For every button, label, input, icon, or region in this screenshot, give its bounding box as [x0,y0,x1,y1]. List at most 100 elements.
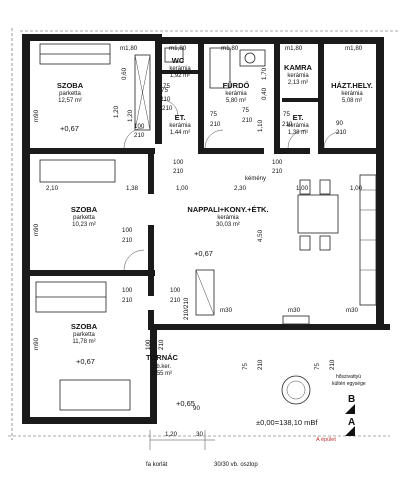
dim-100-j: 100 [145,339,152,350]
level-mark-1: +0,67 [60,124,79,133]
door-swings [123,99,341,271]
exterior-walls [22,34,390,424]
room-area-et-2: 1,38 m² [288,130,308,136]
dim-100-g: 100 [122,227,133,234]
dim-m180-b: m1,80 [221,45,239,52]
dim-210-i: 210 [272,168,283,175]
room-area-nappali: 30,03 m² [216,222,240,228]
dim-100-f: 1,00 [350,185,363,192]
level-marks: +0,67 +0,67 +0,67 +0,65 ±0,00=138,10 mBf [60,124,318,427]
dim-m180-c: m1,80 [285,45,303,52]
dim-210-l: 210 [122,297,133,304]
label-kemeny: kémény [245,176,266,182]
label-fa-korlat: fa korlát [146,462,168,468]
dim-75-c: 75 [283,111,290,118]
misc-labels: kémény hőszivattyú kültéri egysége A épü… [146,176,366,468]
dim-120-c: 1,20 [165,431,178,438]
dim-m180-d: m1,80 [345,45,363,52]
dim-75-a: 75 [161,87,168,94]
dim-m180-e: m1,80 [120,45,138,52]
room-area-kamra: 2,13 m² [288,80,308,86]
room-floor-wc: kerámia [169,66,191,72]
room-name-et-1: ET. [175,113,186,122]
dim-100-e: 1,00 [296,185,309,192]
label-a-epulet: A épület [316,437,336,443]
room-floor-nappali: kerámia [217,215,239,221]
room-name-furdo: FÜRDŐ [223,81,250,90]
level-mark-4: +0,65 [176,399,195,408]
dim-138: 1,38 [126,185,139,192]
dim-75-f: 75 [242,363,249,370]
room-floor-szoba-2: parketta [73,215,95,221]
dim-75-g: 75 [314,363,321,370]
room-area-furdo: 5,80 m² [226,98,246,104]
dim-30: 30 [196,431,203,438]
dim-210-f: 210 [162,105,173,112]
dim-210-p: 210 [329,359,336,370]
level-mark-2: +0,67 [194,249,213,258]
dim-m90-a: m90 [33,109,40,122]
room-area-szoba-1: 12,57 m² [58,98,82,104]
dim-m180-a: m1,80 [169,45,187,52]
dim-100-c: 100 [272,159,283,166]
dim-210-h: 210 [173,168,184,175]
room-area-et-1: 1,44 m² [170,130,190,136]
room-area-tornac: 3,55 m² [152,371,172,377]
dim-m30-a: m30 [220,307,233,314]
label-oszlop: 30/30 vb. oszlop [214,462,258,468]
level-base: ±0,00=138,10 mBf [256,418,318,427]
fixtures [35,43,377,411]
room-name-tornac: TORNÁC [146,353,179,362]
dim-100-d: 1,00 [176,185,189,192]
room-floor-szoba-3: parketta [73,332,95,338]
dim-210-b: 210 [210,121,221,128]
room-name-wc: WC [172,56,185,65]
dim-210-q: 210 [158,339,165,350]
section-marks [345,404,355,436]
dim-120-a: 1,20 [113,105,120,118]
dim-90-a: 90 [336,120,343,127]
dim-210-210: 210/210 [183,297,190,320]
room-floor-furdo: kerámia [225,91,247,97]
room-area-haztar: 5,08 m² [342,98,362,104]
room-name-nappali: NAPPALI+KONY.+ÉTK. [187,205,268,214]
dim-040: 0,40 [261,87,268,100]
dim-210-a: 210 [160,96,171,103]
room-floor-szoba-1: parketta [59,91,81,97]
dim-m30-b: m30 [288,307,301,314]
dim-210-k: 210 [122,237,133,244]
room-floor-et-2: kerámia [287,123,309,129]
section-a: A [348,417,355,428]
label-hoszivattyu-2: kültéri egysége [332,381,366,387]
dim-m90-c: m90 [33,337,40,350]
dim-100-h: 100 [122,287,133,294]
dim-210-o: 210 [257,359,264,370]
dim-75-b: 75 [210,111,217,118]
room-name-szoba-2: SZOBA [71,205,98,214]
level-mark-3: +0,67 [76,357,95,366]
dim-210-d: 210 [282,121,293,128]
dim-75-e: 75 [242,107,249,114]
room-floor-et-1: kerámia [169,123,191,129]
dim-100-b: 100 [173,159,184,166]
room-name-szoba-1: SZOBA [57,81,84,90]
room-labels: SZOBA parketta 12,57 m² WC kerámia 1,92 … [57,56,373,377]
dim-210-m: 210 [170,297,181,304]
interior-walls [30,44,376,330]
dim-230: 2,30 [234,185,247,192]
dim-m90-b: m90 [33,223,40,236]
dim-120-b: 1,20 [127,109,134,122]
dim-100-a: 100 [134,123,145,130]
room-floor-haztar: kerámia [341,91,363,97]
room-area-szoba-3: 11,78 m² [72,339,95,345]
room-name-kamra: KAMRA [284,63,312,72]
dim-060: 0,60 [121,67,128,80]
room-floor-kamra: kerámia [287,73,309,79]
dim-100-i: 100 [170,287,181,294]
dim-170: 1,70 [261,67,268,80]
section-b: B [348,394,355,405]
room-name-haztar: HÁZT.HELY. [331,81,373,90]
dim-210-c: 210 [336,129,347,136]
room-name-et-2: ET. [293,113,304,122]
dim-110: 1,10 [257,119,264,132]
